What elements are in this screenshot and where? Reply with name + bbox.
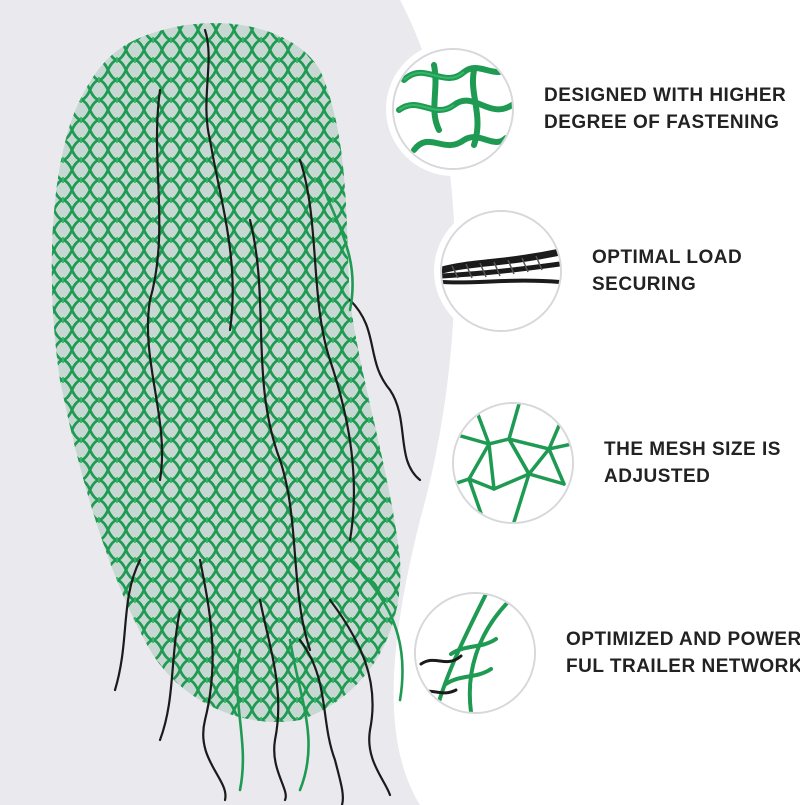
feature-trailer-network-line-1: OPTIMIZED AND POWER- bbox=[566, 629, 800, 650]
green-rope-detail-icon bbox=[392, 48, 514, 170]
feature-load-securing-line-1: OPTIMAL LOAD bbox=[592, 247, 743, 268]
net-closeup-icon bbox=[414, 592, 536, 714]
feature-fastening: DESIGNED WITH HIGHER DEGREE OF FASTENING bbox=[392, 48, 786, 170]
feature-load-securing-line-2: SECURING bbox=[592, 274, 697, 295]
feature-trailer-network-line-2: FUL TRAILER NETWORK bbox=[566, 656, 800, 677]
feature-trailer-network: OPTIMIZED AND POWER- FUL TRAILER NETWORK bbox=[414, 592, 800, 714]
mesh-detail-icon bbox=[452, 402, 574, 524]
feature-mesh-size-line-2: ADJUSTED bbox=[604, 466, 711, 487]
feature-mesh-size-line-1: THE MESH SIZE IS bbox=[604, 439, 781, 460]
feature-load-securing: OPTIMAL LOAD SECURING bbox=[440, 210, 742, 332]
feature-mesh-size: THE MESH SIZE IS ADJUSTED bbox=[452, 402, 781, 524]
feature-fastening-line-1: DESIGNED WITH HIGHER bbox=[544, 85, 787, 106]
feature-fastening-line-2: DEGREE OF FASTENING bbox=[544, 112, 780, 133]
black-rope-detail-icon bbox=[440, 210, 562, 332]
